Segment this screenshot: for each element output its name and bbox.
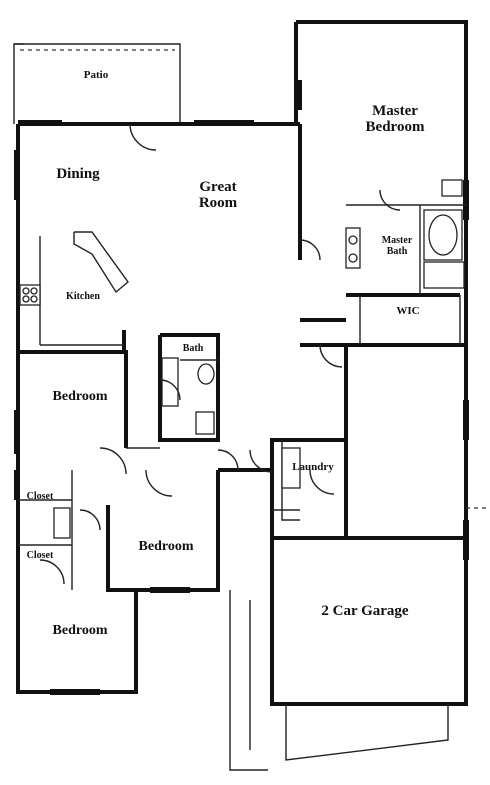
- room-label-bath: Bath: [182, 343, 204, 354]
- room-label-bedroom-left: Bedroom: [52, 389, 108, 404]
- room-label-great-room-line1: Great: [199, 179, 237, 195]
- room-label-master-bedroom-line1: Master: [372, 103, 418, 119]
- room-label-dining: Dining: [56, 166, 100, 182]
- fixtures: [19, 179, 465, 539]
- room-label-great-room-line2: Room: [198, 195, 238, 211]
- room-label-master-bath-line2: Bath: [386, 246, 408, 257]
- room-label-bedroom-bottom: Bedroom: [52, 623, 108, 638]
- exterior-walls: [16, 20, 468, 706]
- room-label-master-bath-line1: Master: [381, 235, 413, 246]
- room-label-bedroom-center: Bedroom: [138, 539, 194, 554]
- room-label-master-bedroom-line2: Bedroom: [365, 119, 425, 135]
- room-label-kitchen: Kitchen: [66, 291, 100, 302]
- room-label-patio: Patio: [83, 69, 109, 81]
- room-label-laundry: Laundry: [292, 461, 334, 473]
- driveway: [229, 507, 490, 771]
- interior-partitions: [18, 204, 466, 590]
- room-label-closet-lower: Closet: [26, 550, 54, 561]
- patio-outline: [13, 43, 181, 124]
- room-label-wic: WIC: [396, 305, 420, 317]
- door-swings: [39, 123, 401, 585]
- room-label-closet-upper: Closet: [26, 491, 54, 502]
- windows: [14, 80, 469, 695]
- room-label-garage: 2 Car Garage: [321, 603, 409, 619]
